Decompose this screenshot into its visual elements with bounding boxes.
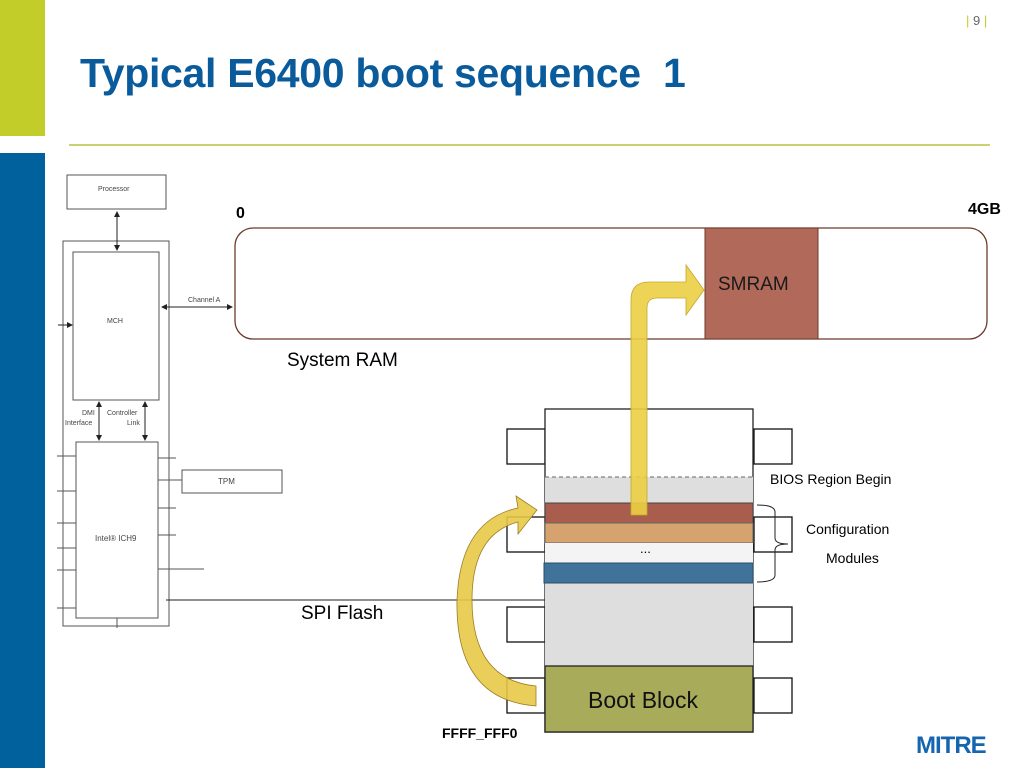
page-number-value: 9 <box>973 13 981 28</box>
boot-block <box>544 665 754 733</box>
dmi-label-2: Interface <box>65 420 93 427</box>
config-module-1 <box>544 502 754 524</box>
ctrl-link-label-1: Controller <box>107 410 138 417</box>
ctrl-link-label-2: Link <box>127 420 140 427</box>
arrow-boot-to-config <box>456 495 538 707</box>
ich9-label: Intel® ICH9 <box>95 534 137 543</box>
accent-bar-blue <box>0 153 45 768</box>
mch-box <box>72 251 160 401</box>
reset-vector-label: FFFF_FFF0 <box>442 725 518 741</box>
accent-bar-green <box>0 0 45 136</box>
channel-a-label: Channel A <box>188 297 221 304</box>
address-start-label: 0 <box>236 205 245 222</box>
tpm-box <box>181 469 283 494</box>
smram-label: SMRAM <box>718 274 789 295</box>
processor-box <box>66 174 167 210</box>
config-module-2 <box>544 522 754 544</box>
config-module-n <box>543 562 754 584</box>
system-ram-label: System RAM <box>287 350 398 371</box>
tpm-label: TPM <box>218 477 235 486</box>
dmi-label-1: DMI <box>82 410 95 417</box>
flash-pins <box>506 428 793 714</box>
spi-flash-label: SPI Flash <box>301 603 384 624</box>
slide-title: Typical E6400 boot sequence 1 <box>80 50 686 96</box>
mitre-logo: MITRE <box>916 732 987 759</box>
module-ellipsis: ... <box>640 541 651 556</box>
chipset-diagram <box>57 174 545 628</box>
ich9-box <box>75 441 159 619</box>
config-modules-label-1: Configuration <box>806 521 890 537</box>
title-divider <box>69 144 990 146</box>
page-number: | 9 | <box>966 13 988 28</box>
processor-label: Processor <box>98 186 130 193</box>
boot-block-label: Boot Block <box>588 687 698 713</box>
smram-region <box>704 227 819 340</box>
address-end-label: 4GB <box>968 201 1001 218</box>
bios-region-label: BIOS Region Begin <box>770 471 892 487</box>
mch-label: MCH <box>107 318 123 325</box>
system-ram-bar <box>234 227 988 340</box>
config-bracket <box>756 504 789 583</box>
arrow-to-smram <box>630 263 705 516</box>
config-modules-label-2: Modules <box>826 550 879 566</box>
config-module-ellipsis <box>545 543 753 563</box>
